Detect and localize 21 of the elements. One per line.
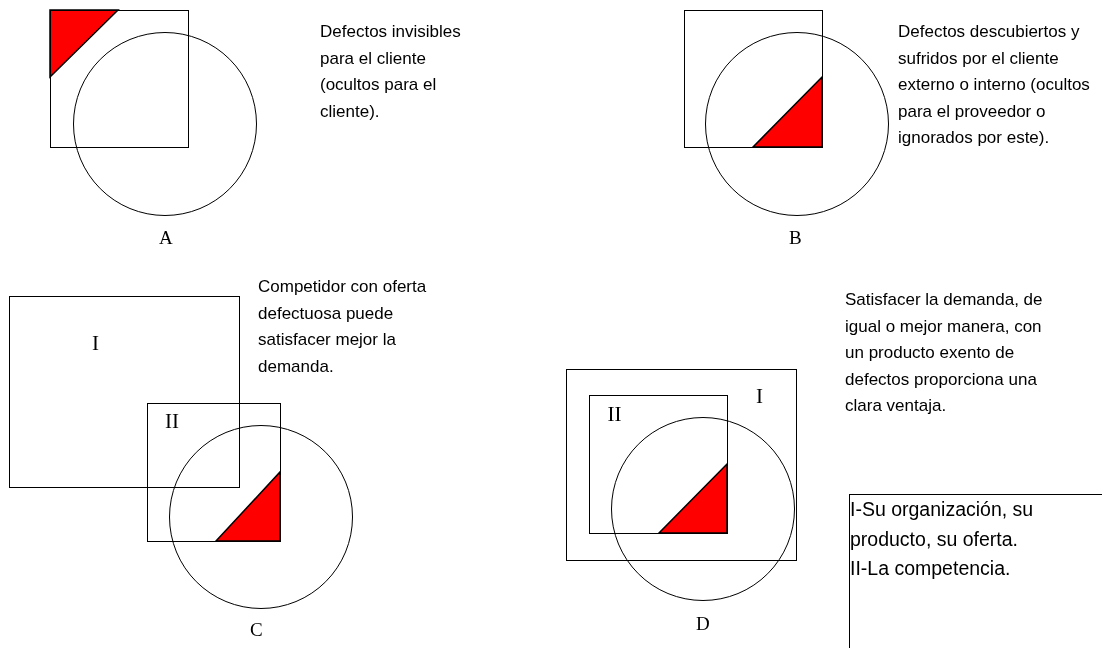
set-box xyxy=(566,369,797,561)
key-box xyxy=(849,494,1102,648)
key-text: II-La competencia. xyxy=(850,556,1012,581)
set-numeral: II xyxy=(165,411,179,432)
panel-letter: A xyxy=(159,228,173,247)
panel-letter: D xyxy=(696,614,710,633)
panel-letter: C xyxy=(250,620,263,639)
description-text: Defectos descubiertos y sufridos por el cliente externo o interno (ocultos para el proveedor o ignorados por este). xyxy=(898,21,1091,149)
description-text: Satisfacer la demanda, de igual o mejor manera, con un producto exento de defectos proporciona una clara ventaja. xyxy=(845,289,1044,417)
set-numeral: I xyxy=(92,333,99,354)
set-box xyxy=(588,394,728,534)
description-text: Competidor con oferta defectuosa puede satisfacer mejor la demanda. xyxy=(258,276,428,378)
square-outline xyxy=(50,10,189,148)
panel-letter: B xyxy=(789,228,802,247)
description-text: Defectos invisibles para el cliente (ocultos para el cliente). xyxy=(320,21,462,123)
set-numeral: I xyxy=(756,386,763,407)
set-numeral: II xyxy=(607,403,622,425)
square-outline xyxy=(684,10,823,148)
set-box xyxy=(147,403,281,542)
key-text: I-Su organización, su producto, su oferta. xyxy=(850,497,1035,552)
set-box xyxy=(9,296,240,488)
